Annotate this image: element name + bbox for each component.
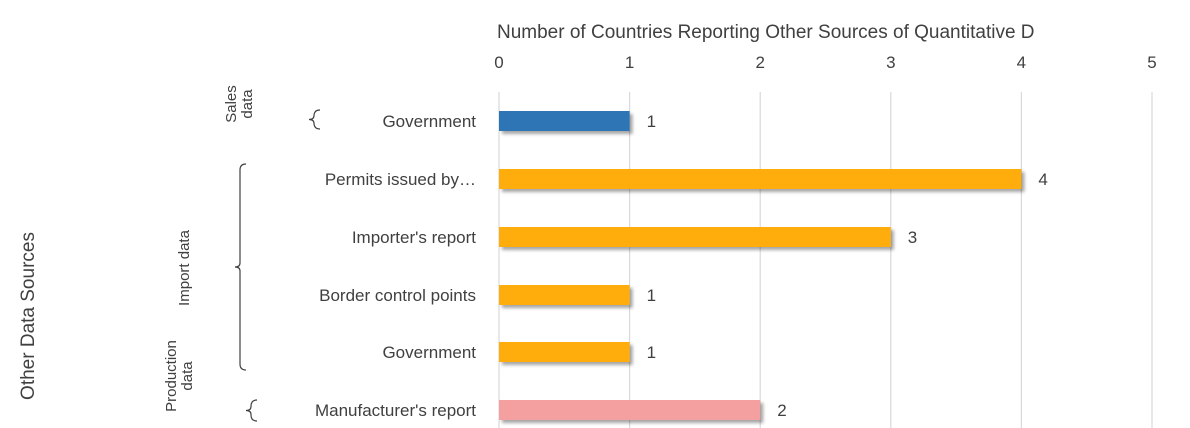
data-labels: 1 4 3 1 1 2 xyxy=(647,112,1048,420)
x-axis-ticks: 0 1 2 3 4 5 xyxy=(494,53,1156,72)
x-tick-label: 5 xyxy=(1147,53,1156,72)
group-brace xyxy=(234,163,247,371)
group-brace xyxy=(308,109,321,130)
bar xyxy=(499,400,761,420)
bar xyxy=(499,169,1022,189)
bar xyxy=(499,285,630,305)
bar xyxy=(499,111,630,131)
group-label: Import data xyxy=(176,229,193,306)
data-label: 1 xyxy=(647,286,656,305)
bar xyxy=(499,227,891,247)
category-label: Border control points xyxy=(319,286,476,305)
data-label: 4 xyxy=(1038,170,1047,189)
x-tick-label: 4 xyxy=(1017,53,1026,72)
category-label: Government xyxy=(382,112,476,131)
category-label: Government xyxy=(382,343,476,362)
x-tick-label: 3 xyxy=(886,53,895,72)
x-tick-label: 2 xyxy=(755,53,764,72)
group-label: Productiondata xyxy=(163,340,196,412)
bars xyxy=(499,111,1022,420)
category-label: Manufacturer's report xyxy=(315,401,476,420)
category-label: Permits issued by… xyxy=(325,170,476,189)
gridlines xyxy=(498,92,1153,428)
y-axis-title: Other Data Sources xyxy=(18,232,39,400)
x-axis-title: Number of Countries Reporting Other Sour… xyxy=(497,22,1035,43)
data-label: 1 xyxy=(647,343,656,362)
data-label: 2 xyxy=(777,401,786,420)
group-brace xyxy=(245,399,258,422)
x-tick-label: 1 xyxy=(625,53,634,72)
category-label: Importer's report xyxy=(352,228,476,247)
group-label: Salesdata xyxy=(223,85,256,123)
x-tick-label: 0 xyxy=(494,53,503,72)
bar xyxy=(499,342,630,362)
data-label: 1 xyxy=(647,112,656,131)
data-label: 3 xyxy=(908,228,917,247)
